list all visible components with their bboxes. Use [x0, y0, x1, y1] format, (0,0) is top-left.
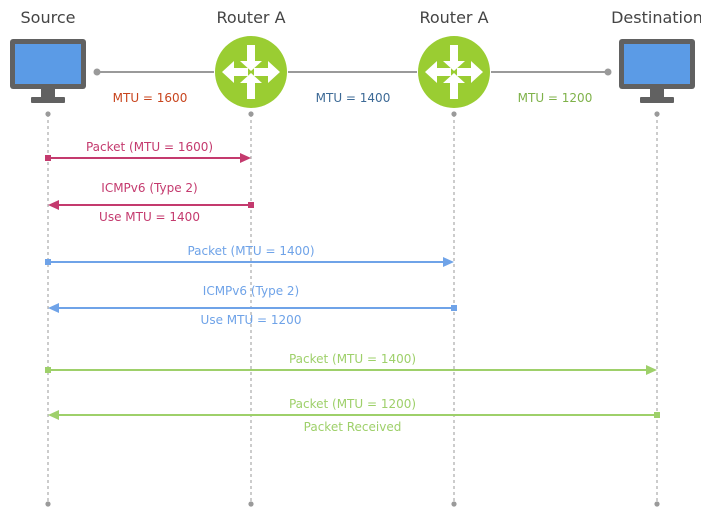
message-2-arrow-head — [48, 200, 59, 210]
message-6-label: Packet (MTU = 1200) — [289, 397, 416, 411]
source-computer-icon — [10, 39, 86, 103]
source-label: Source — [21, 8, 76, 27]
message-3-arrow-head — [443, 257, 454, 267]
router-body — [418, 36, 490, 108]
message-1-label: Packet (MTU = 1600) — [86, 140, 213, 154]
lifeline-bottom-dot — [45, 501, 51, 507]
message-5-origin-marker — [45, 367, 51, 373]
message-2-label-line-1: ICMPv6 (Type 2) — [101, 181, 197, 195]
link-mtu-label-1: MTU = 1600 — [113, 91, 188, 105]
link-endpoint-dot — [604, 68, 612, 76]
message-5-label: Packet (MTU = 1400) — [289, 352, 416, 366]
topology-links — [93, 68, 612, 76]
message-3-label: Packet (MTU = 1400) — [187, 244, 314, 258]
lifeline-top-dot — [248, 111, 254, 117]
monitor-neck — [41, 89, 55, 98]
message-4-origin-marker — [451, 305, 457, 311]
router-body — [215, 36, 287, 108]
monitor-neck — [650, 89, 664, 98]
link-mtu-label-3: MTU = 1200 — [518, 91, 593, 105]
router-arrow-out-left — [222, 61, 248, 83]
monitor-base — [640, 97, 674, 103]
router-arrow-out-right — [254, 61, 280, 83]
destination-computer-icon — [619, 39, 695, 103]
router-arrow-in-top — [240, 45, 262, 71]
monitor-screen — [15, 44, 81, 84]
message-2-origin-marker — [248, 202, 254, 208]
router-a-label-1: Router A — [216, 8, 285, 27]
router-arrow-in-bottom — [443, 73, 465, 99]
router-arrow-in-top — [443, 45, 465, 71]
router-arrow-out-left — [425, 61, 451, 83]
message-4-label-line-2: Use MTU = 1200 — [201, 313, 302, 327]
router-arrow-in-bottom — [240, 73, 262, 99]
message-5-arrow-head — [646, 365, 657, 375]
lifeline-bottom-dot — [654, 501, 660, 507]
message-1-origin-marker — [45, 155, 51, 161]
lifeline-top-dot — [451, 111, 457, 117]
message-3-origin-marker — [45, 259, 51, 265]
monitor-base — [31, 97, 65, 103]
message-1-arrow-head — [240, 153, 251, 163]
message-6-arrow-head — [48, 410, 59, 420]
message-2-label-line-2: Use MTU = 1400 — [99, 210, 200, 224]
message-4-arrow-head — [48, 303, 59, 313]
destination-label: Destination — [611, 8, 701, 27]
link-endpoint-dot — [93, 68, 101, 76]
lifeline-bottom-dot — [248, 501, 254, 507]
lifeline-top-dot — [654, 111, 660, 117]
router-icon — [215, 36, 287, 108]
message-arrows — [45, 153, 660, 420]
network-nodes — [10, 36, 695, 108]
link-mtu-label-2: MTU = 1400 — [316, 91, 391, 105]
lifeline-bottom-dot — [451, 501, 457, 507]
router-a-label-2: Router A — [419, 8, 488, 27]
packet-received-note: Packet Received — [304, 420, 402, 434]
monitor-screen — [624, 44, 690, 84]
message-4-label-line-1: ICMPv6 (Type 2) — [203, 284, 299, 298]
lifeline-top-dot — [45, 111, 51, 117]
message-6-origin-marker — [654, 412, 660, 418]
router-icon — [418, 36, 490, 108]
router-arrow-out-right — [457, 61, 483, 83]
